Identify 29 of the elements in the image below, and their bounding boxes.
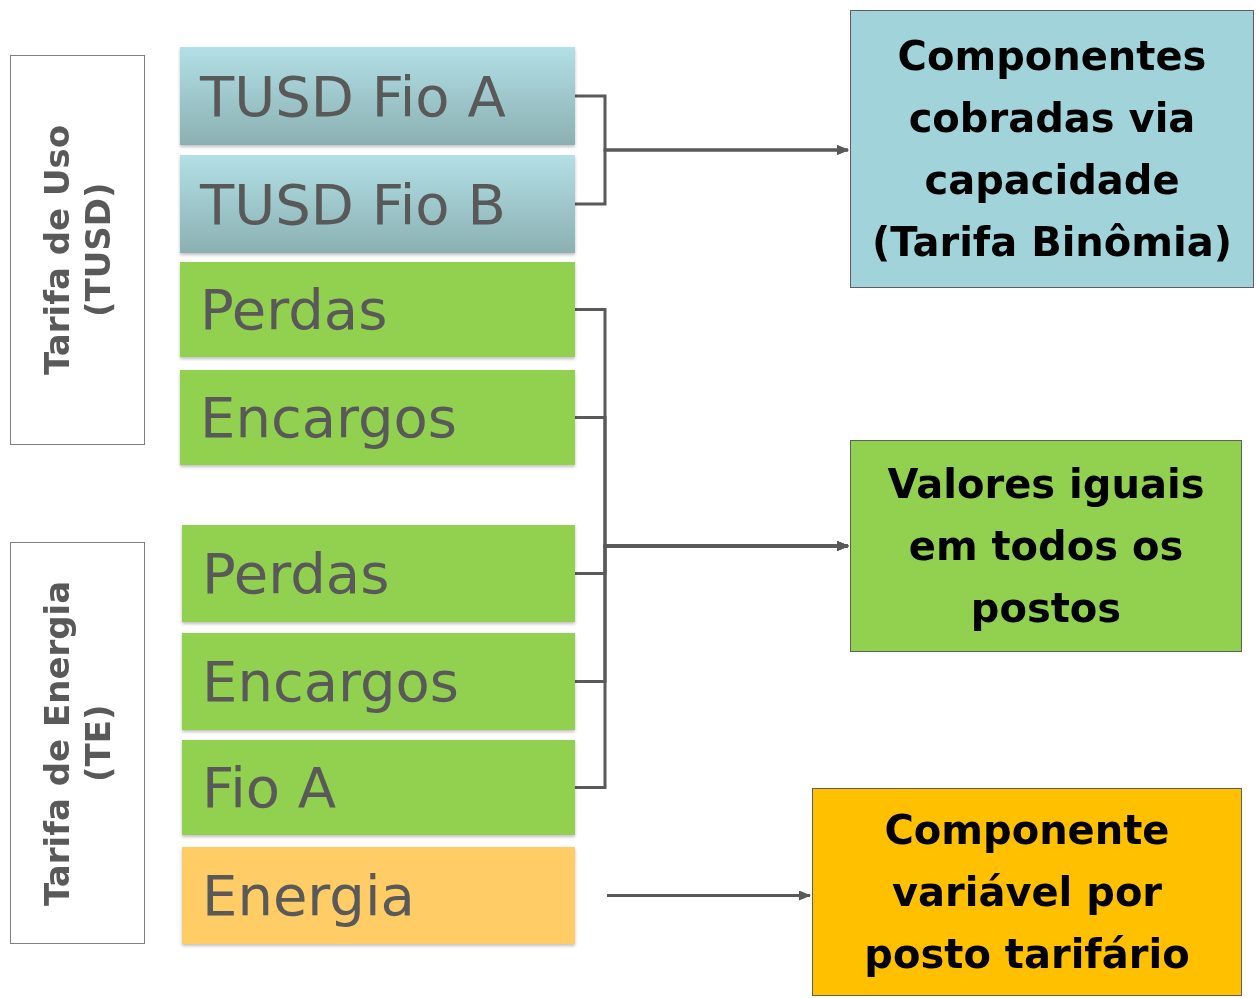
tariff-component-bar [180,262,575,357]
component-label: Fio A [202,755,337,820]
arrow [607,890,811,901]
tariff-component-bar [182,847,575,944]
group-label-box [10,55,145,445]
group-label: Tarifa de Uso (TUSD) [36,123,119,378]
group-label-box [10,542,145,944]
component-label: Perdas [200,277,388,342]
description-text: Componente variável por posto tarifário [863,806,1191,979]
description-text: Componentes cobradas via capacidade (Tarifa Binômia) [871,32,1233,267]
tariff-component-bar [180,155,575,253]
tariff-component-bar [180,47,575,145]
tariff-component-bar [180,370,575,465]
component-label: Encargos [200,385,457,450]
component-label: Energia [202,863,415,928]
tariff-component-bar [182,633,575,730]
description-box [812,788,1242,996]
component-label: TUSD Fio B [200,171,506,237]
description-text: Valores iguais em todos os postos [886,460,1206,633]
arrow [575,541,849,789]
component-label: Encargos [202,649,459,714]
tariff-component-bar [182,525,575,622]
tariff-component-bar [182,740,575,835]
component-label: Perdas [202,541,390,606]
component-label: TUSD Fio A [200,63,506,129]
description-box [850,10,1254,288]
arrow [575,145,849,206]
description-box [850,440,1242,652]
group-label: Tarifa de Energia (TE) [36,579,119,908]
